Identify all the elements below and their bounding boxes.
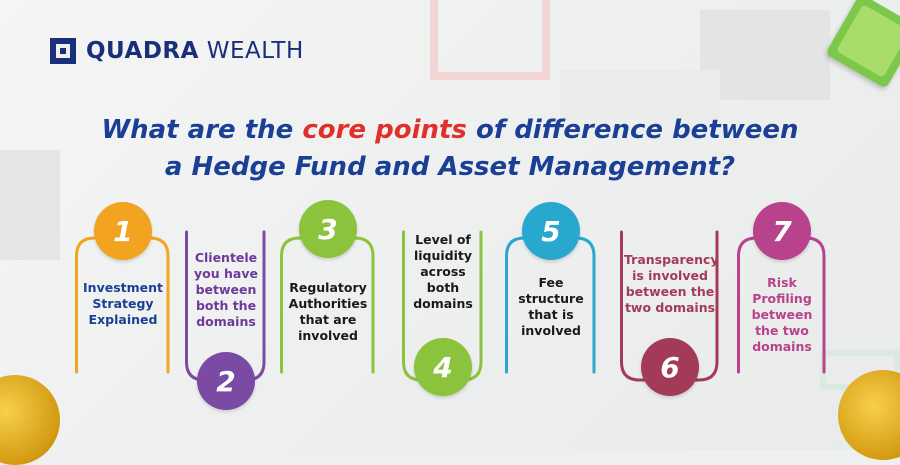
point-number-badge: 6 (641, 338, 699, 396)
point-label: Regulatory Authorities that are involved (288, 280, 368, 343)
page-title: What are the core points of difference b… (0, 112, 900, 186)
brand-logo: QUADRA WEALTH (48, 34, 304, 68)
point-number-badge: 2 (197, 352, 255, 410)
background-block (430, 0, 550, 80)
point-number-badge: 1 (94, 202, 152, 260)
brand-name-bold: QUADRA (86, 38, 199, 64)
title-highlight: core points (302, 115, 467, 145)
brand-name-light: WEALTH (206, 38, 304, 64)
quadra-logo-icon (50, 38, 76, 64)
point-card-4: 4 Level of liquidity across both domains (402, 0, 484, 450)
point-card-2: 2 Clientele you have between both the dom… (185, 0, 267, 450)
point-label: Fee structure that is involved (518, 275, 584, 338)
point-label: Clientele you have between both the doma… (194, 250, 258, 329)
point-label: Transparency is involved between the two… (624, 252, 719, 315)
point-label: Investment Strategy Explained (83, 280, 163, 327)
title-suffix: of difference between (466, 115, 799, 145)
point-number-badge: 5 (522, 202, 580, 260)
point-number-badge: 3 (299, 200, 357, 258)
point-number-badge: 7 (753, 202, 811, 260)
title-line-1: What are the core points of difference b… (0, 112, 900, 149)
background-block (700, 10, 830, 100)
title-line-2: a Hedge Fund and Asset Management? (164, 152, 736, 182)
title-prefix: What are the (101, 115, 303, 145)
point-card-6: 6 Transparency is involved between the tw… (620, 0, 720, 450)
background-block (560, 70, 720, 120)
brand-name: QUADRA WEALTH (86, 38, 304, 64)
point-label: Level of liquidity across both domains (413, 232, 473, 311)
point-label: Risk Profiling between the two domains (751, 275, 813, 354)
point-number-badge: 4 (414, 338, 472, 396)
background-block (0, 150, 60, 260)
